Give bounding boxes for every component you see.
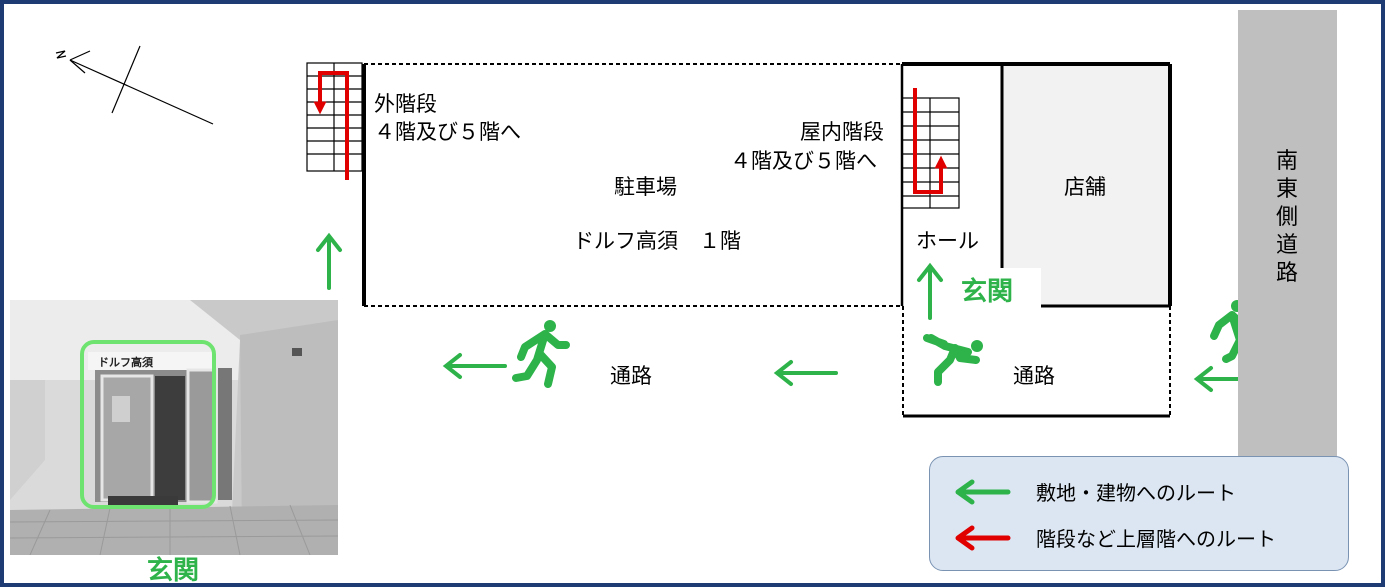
parking-label: 駐車場 [614, 175, 677, 199]
route-arrows [316, 232, 1257, 392]
photo-sign-text: ドルフ高須 [98, 355, 154, 369]
legend-red-row: 階段など上層階へのルート [952, 523, 1276, 552]
southeast-road [1238, 10, 1337, 460]
passage-right-box [902, 306, 1171, 418]
green-arrow-left-icon [955, 479, 1011, 504]
hall-shop-block [900, 62, 1172, 308]
indoor-stairs-red-arrow [913, 88, 948, 194]
outdoor-stairs-red-arrow [313, 71, 349, 180]
outdoor-stairs-label: 外階段 [374, 92, 437, 116]
green-arrow-up-icon [316, 232, 342, 290]
hall-label: ホール [916, 229, 979, 253]
north-arrow-icon [55, 45, 214, 125]
road-label: 南東側道路 [1275, 149, 1298, 286]
falling-person-icon [923, 334, 983, 386]
passage-left-label: 通路 [610, 364, 652, 388]
entrance-highlight [80, 340, 216, 509]
parking-area [362, 63, 902, 307]
legend-green-label: 敷地・建物へのルート [1036, 481, 1236, 505]
entrance-photo-image: ドルフ高須 [10, 300, 338, 555]
photo-caption: 玄関 [147, 556, 200, 586]
shop-label: 店舗 [1064, 175, 1106, 199]
entrance-label-bg [945, 268, 1041, 310]
indoor-stairs-label: 屋内階段 [800, 120, 884, 144]
legend-red-label: 階段など上層階へのルート [1036, 527, 1276, 551]
indoor-stairs [901, 97, 960, 209]
red-arrow-left-icon [955, 525, 1011, 550]
outdoor-stairs [306, 62, 363, 172]
legend-green-row: 敷地・建物へのルート [952, 477, 1236, 506]
indoor-stairs-destination-label: ４階及び５階へ [730, 149, 877, 173]
building-floor-label: ドルフ高須 １階 [573, 229, 741, 253]
green-arrow-left-icon [773, 360, 838, 386]
legend: 敷地・建物へのルート 階段など上層階へのルート [929, 456, 1349, 571]
entrance-photo: ドルフ高須 [10, 300, 338, 555]
walking-person-icon [512, 320, 570, 388]
passage-right-label: 通路 [1013, 364, 1055, 388]
outdoor-stairs-destination-label: ４階及び５階へ [374, 120, 521, 144]
entrance-label: 玄関 [961, 277, 1014, 307]
green-arrow-up-icon [917, 262, 943, 320]
green-arrow-left-icon [442, 353, 507, 379]
